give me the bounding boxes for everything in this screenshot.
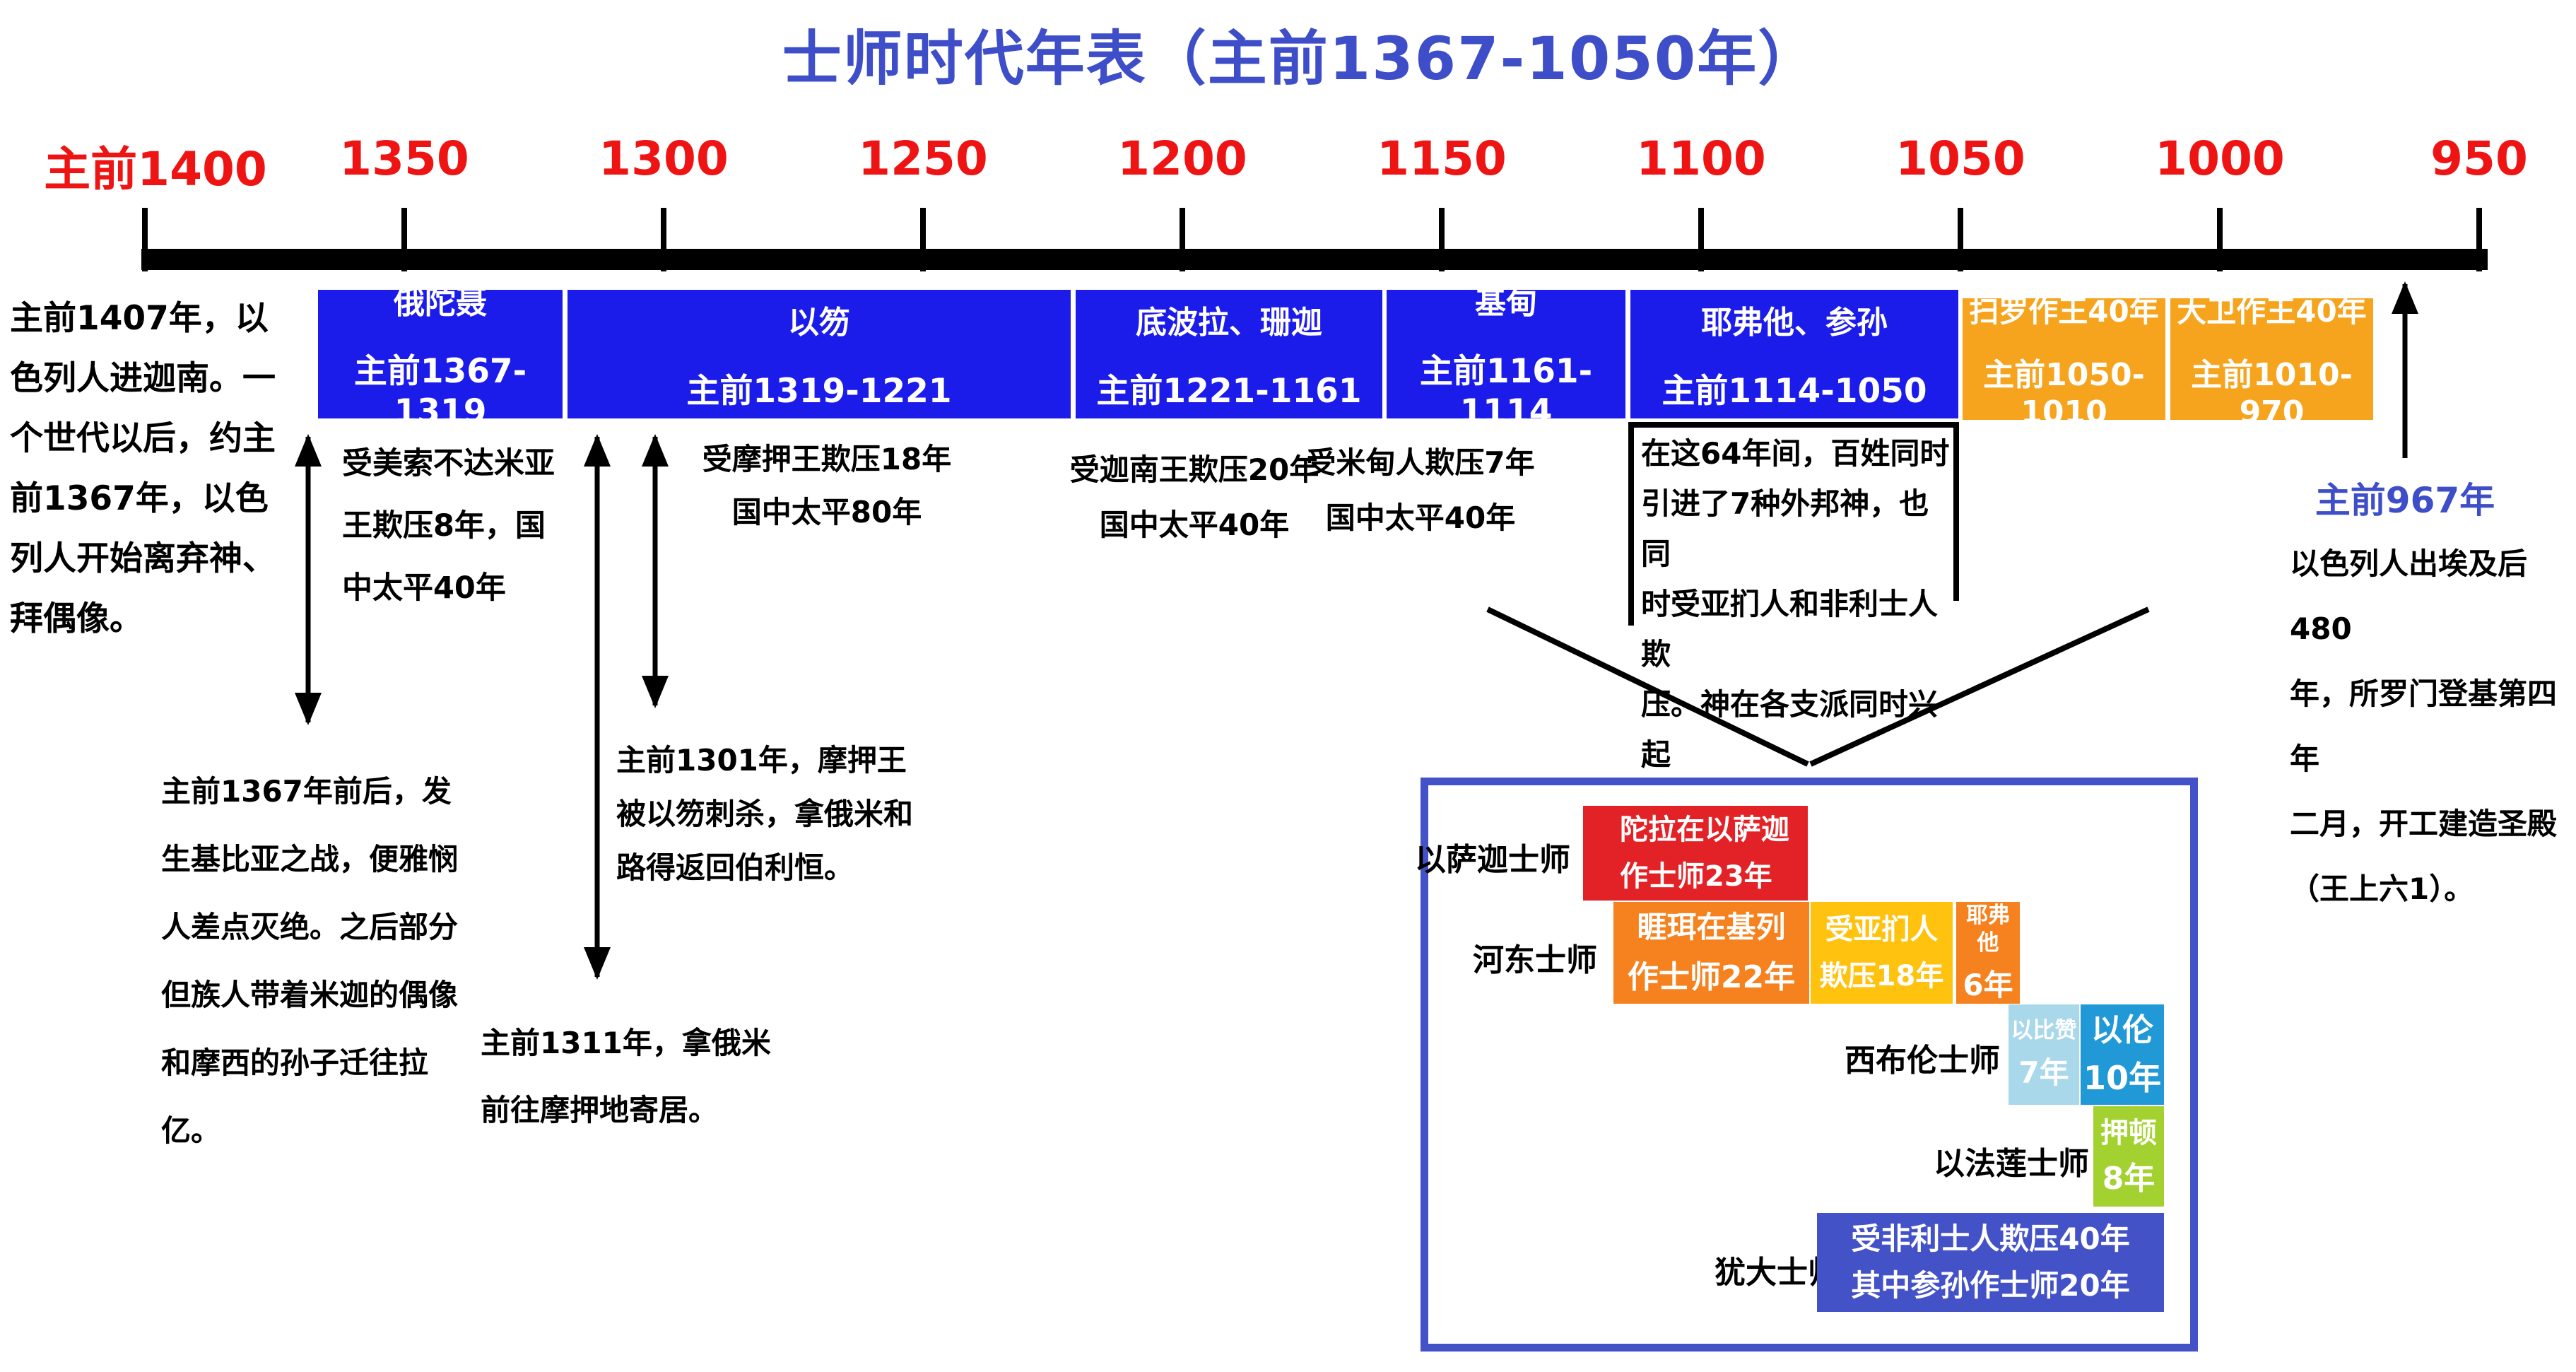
king-name: 大卫作王40年: [2177, 294, 2367, 329]
cell-line: 陀拉在以萨迦: [1620, 814, 1789, 846]
note-64-years: 在这64年间，百姓同时 引进了7种外邦神，也同 时受亚扪人和非利士人欺 压。神在…: [1641, 436, 1950, 822]
era-years: 主前1319-1221: [686, 371, 952, 411]
era-years: 主前1367-1319: [353, 352, 527, 431]
cell-line: 10年: [2083, 1058, 2161, 1097]
era-box-jephthah-samson: 耶弗他、参孙 主前1114-1050: [1630, 290, 1958, 418]
axis-label-1050: 1050: [1895, 131, 2025, 186]
tick-1300: [661, 208, 666, 271]
cell-line: 欺压18年: [1819, 960, 1944, 992]
era-name: 俄陀聂: [394, 285, 487, 321]
cell-abdon: 押顿 8年: [2093, 1106, 2164, 1207]
row-label-judah: 犹大士师: [1715, 1255, 1839, 1291]
tick-1050: [1958, 208, 1963, 271]
axis-label-1200: 1200: [1117, 131, 1247, 186]
cell-line: 8年: [2102, 1160, 2156, 1197]
cell-line: 6年: [1963, 967, 2013, 1002]
tick-1350: [401, 208, 407, 271]
cell-ibzan: 以比赞 7年: [2009, 1004, 2079, 1105]
cell-line: 作士师23年: [1620, 860, 1772, 893]
era-name: 基甸: [1475, 285, 1537, 321]
note-967-heading: 主前967年: [2315, 480, 2495, 521]
axis-label-1250: 1250: [858, 131, 988, 186]
era-name: 耶弗他、参孙: [1701, 304, 1888, 341]
cell-line: 以比赞: [2011, 1018, 2077, 1044]
note-967-temple: 以色列人出埃及后480 年，所罗门登基第四年 二月，开工建造圣殿 （王上六1）。: [2290, 546, 2558, 906]
king-box-saul: 扫罗作王40年 主前1050-1010: [1963, 294, 2165, 430]
note-1311-naomi: 主前1311年，拿俄米 前往摩押地寄居。: [481, 1026, 771, 1127]
axis-label-1350: 1350: [339, 131, 469, 186]
cell-philistine-samson: 受非利士人欺压40年 其中参孙作士师20年: [1817, 1213, 2164, 1312]
note-ehud-oppression: 受摩押王欺压18年 国中太平80年: [702, 442, 952, 529]
cell-line: 受亚扪人: [1825, 913, 1939, 946]
axis-label-1150: 1150: [1377, 131, 1507, 186]
cell-elon: 以伦 10年: [2081, 1004, 2164, 1105]
tick-950: [2476, 208, 2482, 271]
tick-1400: [142, 208, 148, 271]
axis-label-1000: 1000: [2155, 131, 2285, 186]
note-deborah-oppression: 受迦南王欺压20年 国中太平40年: [1069, 452, 1319, 542]
era-box-deborah-shamgar: 底波拉、珊迦 主前1221-1161: [1076, 290, 1382, 418]
era-box-gideon: 基甸 主前1161-1114: [1387, 285, 1625, 431]
cell-line: 押顿: [2100, 1116, 2157, 1149]
axis-label-1100: 1100: [1636, 131, 1766, 186]
funnel-left-line: [1486, 606, 1809, 767]
era-box-othniel: 俄陀聂 主前1367-1319: [318, 285, 563, 431]
cell-jephthah: 耶弗他 6年: [1956, 902, 2020, 1004]
row-label-ephraim: 以法莲士师: [1934, 1146, 2089, 1182]
row-label-zebulun: 西布伦士师: [1845, 1043, 2000, 1079]
cell-line: 受非利士人欺压40年: [1851, 1221, 2130, 1256]
row-label-transjordan: 河东士师: [1473, 942, 1597, 978]
cell-tola: 陀拉在以萨迦 作士师23年: [1583, 806, 1808, 901]
note-1367-gibeah-war: 主前1367年前后，发 生基比亚之战，便雅悯 人差点灭绝。之后部分 但族人带着米…: [161, 774, 459, 1148]
king-years: 主前1050-1010: [1983, 357, 2145, 430]
note-othniel-oppression: 受美索不达米亚 王欺压8年，国 中太平40年: [342, 446, 555, 606]
tick-1250: [920, 208, 926, 271]
cell-line: 睚珥在基列: [1637, 910, 1786, 945]
cell-line: 作士师22年: [1627, 958, 1796, 995]
king-box-david: 大卫作王40年 主前1010-970: [2170, 294, 2373, 430]
cell-line: 耶弗他: [1966, 903, 2010, 956]
king-name: 扫罗作王40年: [1969, 294, 2159, 329]
king-years: 主前1010-970: [2191, 357, 2353, 430]
note-1301-eglon: 主前1301年，摩押王 被以笏刺杀，拿俄米和 路得返回伯利恒。: [616, 743, 914, 885]
timeline-bar: [141, 249, 2488, 270]
cell-jair: 睚珥在基列 作士师22年: [1613, 902, 1809, 1004]
cell-line: 以伦: [2091, 1012, 2153, 1048]
axis-label-1300: 1300: [599, 131, 729, 186]
era-name: 底波拉、珊迦: [1136, 304, 1322, 341]
tick-1150: [1439, 208, 1445, 271]
cell-line: 其中参孙作士师20年: [1851, 1268, 2130, 1303]
note-canaan-entry: 主前1407年，以 色列人进迦南。一 个世代以后，约主 前1367年，以色 列人…: [10, 299, 276, 638]
era-name: 以笏: [788, 304, 850, 341]
tick-1100: [1698, 208, 1704, 271]
row-label-issachar: 以萨迦士师: [1415, 842, 1570, 878]
cell-line: 7年: [2018, 1055, 2069, 1091]
era-years: 主前1114-1050: [1662, 371, 1927, 411]
page-title: 士师时代年表（主前1367-1050年）: [782, 24, 1819, 93]
era-years: 主前1221-1161: [1096, 371, 1362, 411]
note-gideon-oppression: 受米甸人欺压7年 国中太平40年: [1306, 445, 1535, 535]
tick-1000: [2217, 208, 2223, 271]
funnel-right-line: [1809, 606, 2150, 767]
era-box-ehud: 以笏 主前1319-1221: [567, 290, 1071, 418]
axis-label-1400: 主前1400: [44, 142, 267, 197]
cell-ammonite-oppression: 受亚扪人 欺压18年: [1811, 902, 1953, 1004]
axis-label-950: 950: [2430, 131, 2528, 186]
era-years: 主前1161-1114: [1419, 352, 1593, 431]
tick-1200: [1180, 208, 1185, 271]
